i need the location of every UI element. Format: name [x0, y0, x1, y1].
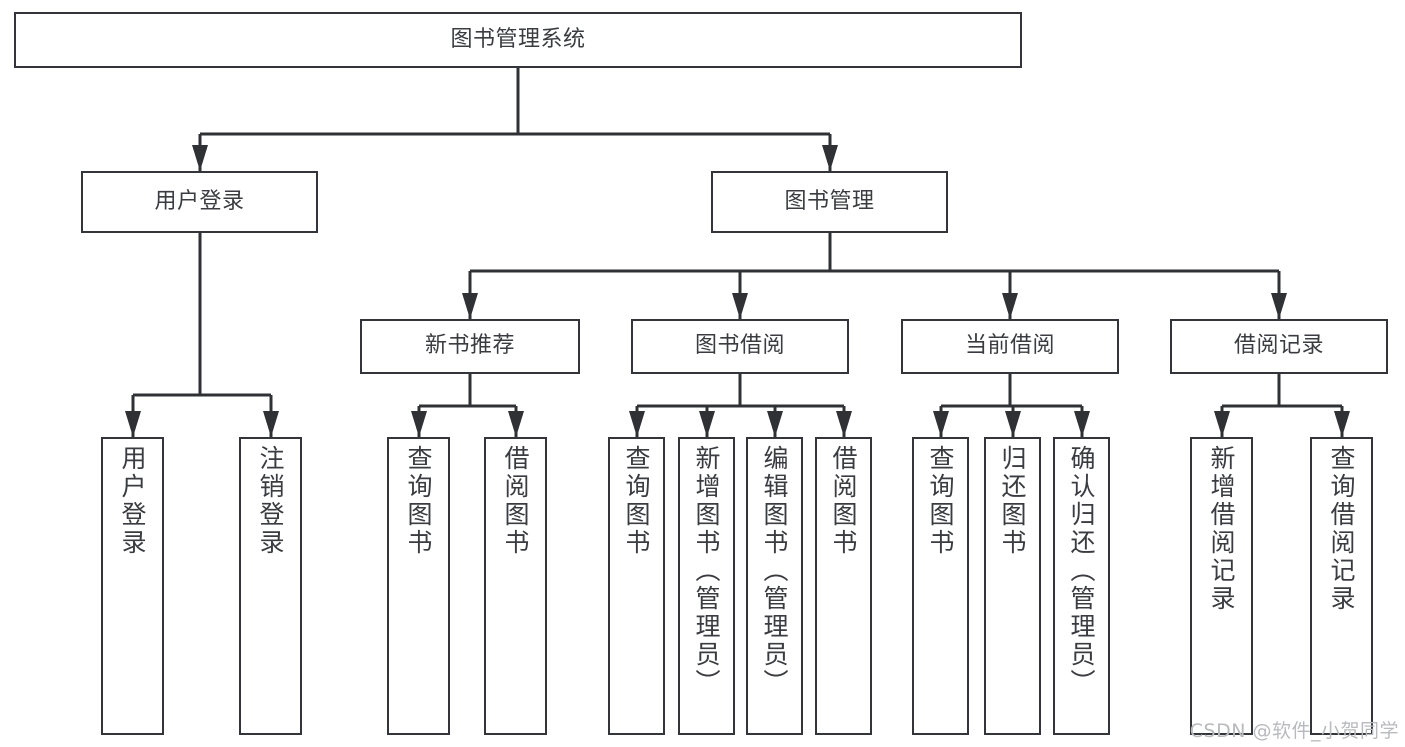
node-label: 查询图书: [926, 445, 955, 557]
node-current-borrow[interactable]: 当前借阅: [901, 319, 1119, 374]
node-book-manage[interactable]: 图书管理: [711, 171, 948, 233]
node-label: 注销登录: [256, 445, 285, 557]
arrowhead-icon: [192, 145, 208, 171]
arrowhead-icon: [1214, 411, 1230, 437]
node-leaf-query-book-3[interactable]: 查询图书: [912, 437, 969, 735]
arrowhead-icon: [508, 411, 524, 437]
arrowhead-icon: [462, 293, 478, 319]
node-label: 新增借阅记录: [1207, 445, 1236, 613]
node-leaf-add-record[interactable]: 新增借阅记录: [1190, 437, 1253, 735]
arrowhead-icon: [1074, 411, 1090, 437]
node-leaf-query-book-2[interactable]: 查询图书: [608, 437, 665, 735]
node-leaf-user-logout[interactable]: 注销登录: [239, 437, 302, 735]
node-leaf-edit-book[interactable]: 编辑图书（管理员）: [746, 437, 803, 735]
node-label: 借阅图书: [829, 445, 858, 557]
node-leaf-borrow-book-2[interactable]: 借阅图书: [815, 437, 872, 735]
node-leaf-confirm-return[interactable]: 确认归还（管理员）: [1053, 437, 1110, 735]
node-label: 归还图书: [998, 445, 1027, 557]
node-label: 查询借阅记录: [1327, 445, 1356, 613]
node-leaf-user-login[interactable]: 用户登录: [101, 437, 164, 735]
node-label: 当前借阅: [964, 333, 1055, 359]
arrowhead-icon: [125, 411, 141, 437]
node-label: 查询图书: [622, 445, 651, 557]
node-label: 编辑图书（管理员）: [760, 445, 789, 697]
node-user-login[interactable]: 用户登录: [81, 171, 318, 233]
arrowhead-icon: [411, 411, 427, 437]
arrowhead-icon: [836, 411, 852, 437]
arrowhead-icon: [629, 411, 645, 437]
arrowhead-icon: [822, 145, 838, 171]
node-leaf-borrow-book-1[interactable]: 借阅图书: [484, 437, 547, 735]
arrowhead-icon: [933, 411, 949, 437]
node-new-book-rec[interactable]: 新书推荐: [360, 319, 580, 374]
arrowhead-icon: [1002, 293, 1018, 319]
arrowhead-icon: [1334, 411, 1350, 437]
arrowhead-icon: [1271, 293, 1287, 319]
arrowhead-icon: [699, 411, 715, 437]
node-label: 借阅记录: [1233, 333, 1324, 359]
node-label: 用户登录: [154, 188, 245, 214]
node-label: 新增图书（管理员）: [692, 445, 721, 697]
arrowhead-icon: [1005, 411, 1021, 437]
node-book-borrow[interactable]: 图书借阅: [631, 319, 849, 374]
node-label: 新书推荐: [424, 333, 515, 359]
node-leaf-query-book-1[interactable]: 查询图书: [387, 437, 450, 735]
arrowhead-icon: [767, 411, 783, 437]
arrowhead-icon: [732, 293, 748, 319]
node-leaf-return-book[interactable]: 归还图书: [984, 437, 1041, 735]
node-label: 图书管理: [784, 188, 875, 214]
node-root[interactable]: 图书管理系统: [14, 12, 1022, 68]
node-label: 图书管理系统: [450, 26, 586, 52]
node-borrow-record[interactable]: 借阅记录: [1170, 319, 1388, 374]
arrowhead-icon: [263, 411, 279, 437]
node-leaf-add-book[interactable]: 新增图书（管理员）: [678, 437, 735, 735]
node-leaf-query-record[interactable]: 查询借阅记录: [1310, 437, 1373, 735]
node-label: 借阅图书: [501, 445, 530, 557]
node-label: 用户登录: [118, 445, 147, 557]
node-label: 查询图书: [404, 445, 433, 557]
node-label: 确认归还（管理员）: [1067, 445, 1096, 697]
node-label: 图书借阅: [694, 333, 785, 359]
